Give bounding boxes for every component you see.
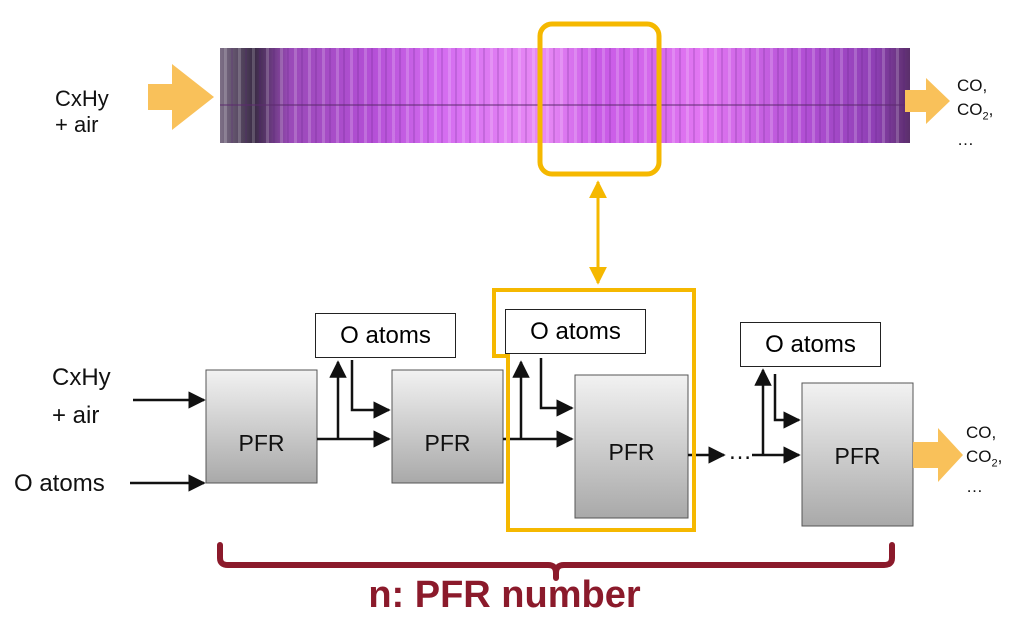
pfr-reactor-2 [391, 369, 504, 484]
oatoms-box-2: O atoms [505, 309, 646, 354]
output-ellipsis: … [966, 477, 983, 497]
input-label-oatoms: O atoms [14, 470, 105, 497]
pfr-highlight-frame [492, 288, 696, 532]
output-arrow-icon [905, 78, 950, 124]
pfr-count-brace [217, 542, 895, 581]
flame-image [220, 48, 910, 143]
input-arrow-icon [148, 64, 214, 130]
connection-1-2 [317, 360, 391, 448]
pfr-label-1: PFR [238, 430, 285, 456]
connection-2-3 [503, 358, 574, 448]
flame-output-co: CO, [957, 76, 988, 95]
pfr-label-2: PFR [424, 430, 471, 456]
connection-ellipsis-n [752, 368, 801, 464]
out-co2-text: CO [966, 447, 992, 466]
pfr-reactor-1 [205, 369, 318, 484]
flame-highlight-frame [537, 21, 662, 177]
flame-output-label: CO, CO2, … [957, 74, 993, 152]
out-co2-subscript: 2 [991, 457, 998, 470]
output-label: CO, CO2, … [966, 421, 1002, 499]
co2-text: CO [957, 100, 983, 119]
input-label-fuel: CxHy [52, 364, 111, 391]
output-co2: CO2, [966, 445, 1002, 475]
flame-output-ellipsis: … [957, 130, 974, 150]
pfr-label-n: PFR [834, 443, 881, 469]
pfr-number-caption: n: PFR number [368, 574, 641, 616]
oatoms-box-1: O atoms [315, 313, 456, 358]
flame-input-label-air: + air [55, 112, 99, 137]
oatoms-box-n: O atoms [740, 322, 881, 367]
pfr-label-3: PFR [608, 439, 655, 465]
pfr-reactor-3 [574, 374, 689, 519]
output-arrow-bottom-icon [913, 428, 963, 482]
flame-input-label-fuel: CxHy [55, 86, 109, 111]
flame-output-co2: CO2, [957, 98, 993, 128]
chain-ellipsis: … [728, 438, 752, 465]
co2-subscript: 2 [982, 110, 989, 123]
co2-comma: , [988, 100, 994, 119]
output-co: CO, [966, 423, 997, 442]
input-label-air: + air [52, 402, 100, 429]
pfr-reactor-n [801, 382, 914, 527]
out-co2-comma: , [997, 447, 1003, 466]
